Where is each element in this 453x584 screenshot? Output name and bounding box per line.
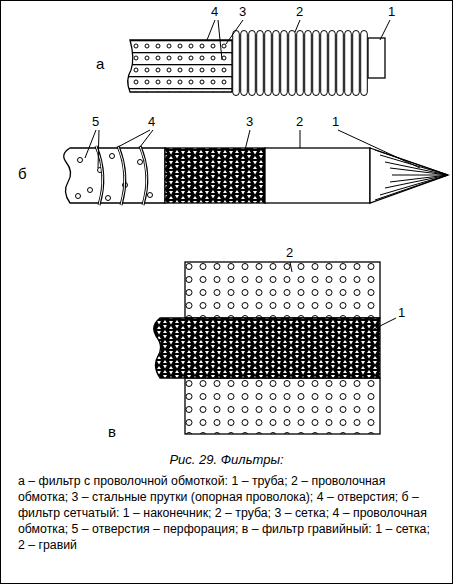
callout-number: 2 [285, 246, 294, 260]
callout-number: 1 [387, 5, 396, 19]
gravel-filter [154, 262, 396, 434]
callout-number: 5 [91, 115, 100, 129]
callout-number: 4 [210, 5, 219, 19]
figure-letter: а [96, 56, 104, 73]
callout-number: 3 [238, 5, 247, 19]
figure-letter: в [108, 424, 116, 441]
callout-number: 2 [295, 115, 304, 129]
figure-caption: Рис. 29. Фильтры: [0, 453, 453, 467]
caption-legend-text: а – фильтр с проволочной обмоткой: 1 – т… [18, 474, 436, 554]
callout-number: 3 [245, 115, 254, 129]
figure-letter: б [18, 166, 27, 183]
wire-wound-filter [128, 20, 390, 96]
callout-number: 2 [295, 5, 304, 19]
callout-number: 1 [331, 115, 340, 129]
callout-number: 1 [397, 306, 406, 320]
mesh-filter [64, 130, 448, 205]
callout-number: 4 [147, 115, 156, 129]
